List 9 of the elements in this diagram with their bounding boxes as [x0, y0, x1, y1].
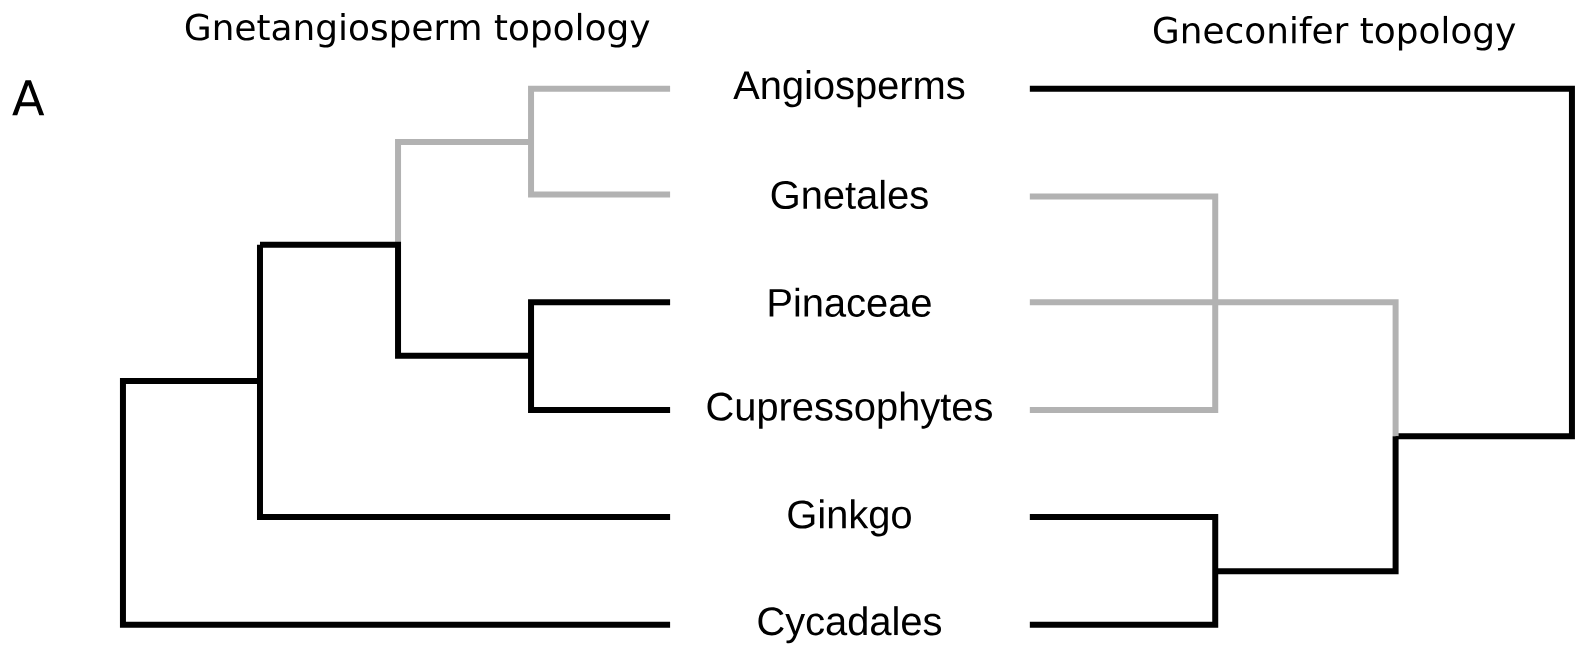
taxon-label: Ginkgo — [788, 499, 911, 537]
taxon-label: Cupressophytes — [707, 391, 992, 429]
tree-title: Gnetangiosperm topology — [185, 12, 650, 48]
taxon-label: Gnetales — [771, 179, 928, 210]
panel-letter: A — [12, 80, 45, 116]
taxon-label: Pinaceae — [769, 287, 931, 317]
tree-title: Gneconifer topology — [1153, 15, 1516, 51]
taxon-label: Cycadales — [758, 606, 941, 644]
taxon-label: Angiosperms — [733, 70, 965, 108]
